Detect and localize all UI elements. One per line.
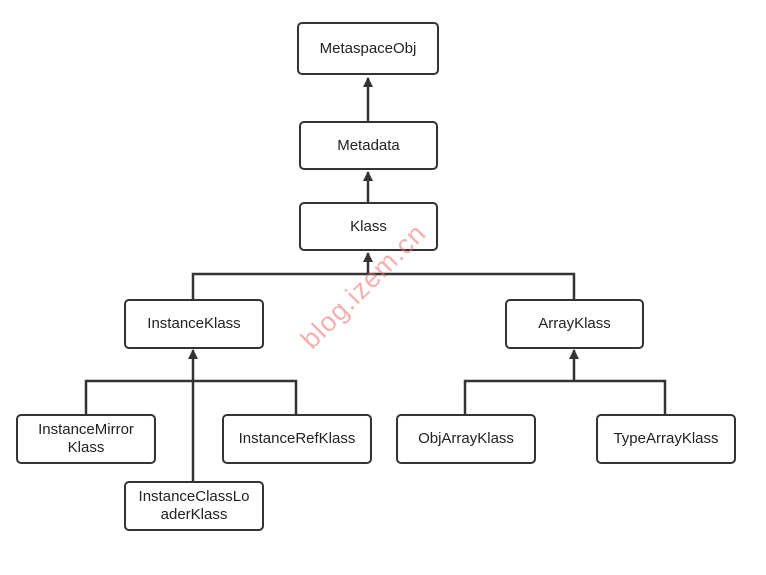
node-label-line2: Klass	[67, 439, 105, 456]
node-instanceclassloaderklass: InstanceClassLo aderKlass	[124, 481, 264, 531]
node-label: ObjArrayKlass	[418, 430, 514, 447]
edge-arrayklass-klass	[368, 272, 576, 299]
node-metadata: Metadata	[299, 121, 438, 170]
node-label: ArrayKlass	[538, 315, 611, 332]
node-instancerefklass: InstanceRefKlass	[222, 414, 372, 464]
edge-instancemirrorklass-instanceklass	[84, 379, 298, 414]
node-label-line1: InstanceClassLo	[138, 488, 250, 505]
node-klass: Klass	[299, 202, 438, 251]
node-label: TypeArrayKlass	[613, 430, 719, 447]
node-metaspaceobj: MetaspaceObj	[297, 22, 439, 75]
node-label: Metadata	[337, 136, 400, 154]
node-objarrayklass: ObjArrayKlass	[396, 414, 536, 464]
node-typearrayklass: TypeArrayKlass	[596, 414, 736, 464]
node-instanceklass: InstanceKlass	[124, 299, 264, 349]
node-label: InstanceKlass	[147, 315, 241, 332]
node-label: Klass	[350, 217, 387, 235]
node-label: InstanceRefKlass	[238, 430, 356, 447]
node-label-line2: aderKlass	[160, 506, 228, 523]
node-instancemirrorklass: InstanceMirror Klass	[16, 414, 156, 464]
edge-instanceklass-klass	[191, 272, 368, 299]
edge-objarrayklass-arrayklass	[463, 379, 667, 414]
node-label-line1: InstanceMirror	[38, 421, 134, 438]
node-arrayklass: ArrayKlass	[505, 299, 644, 349]
node-label: MetaspaceObj	[319, 39, 417, 57]
